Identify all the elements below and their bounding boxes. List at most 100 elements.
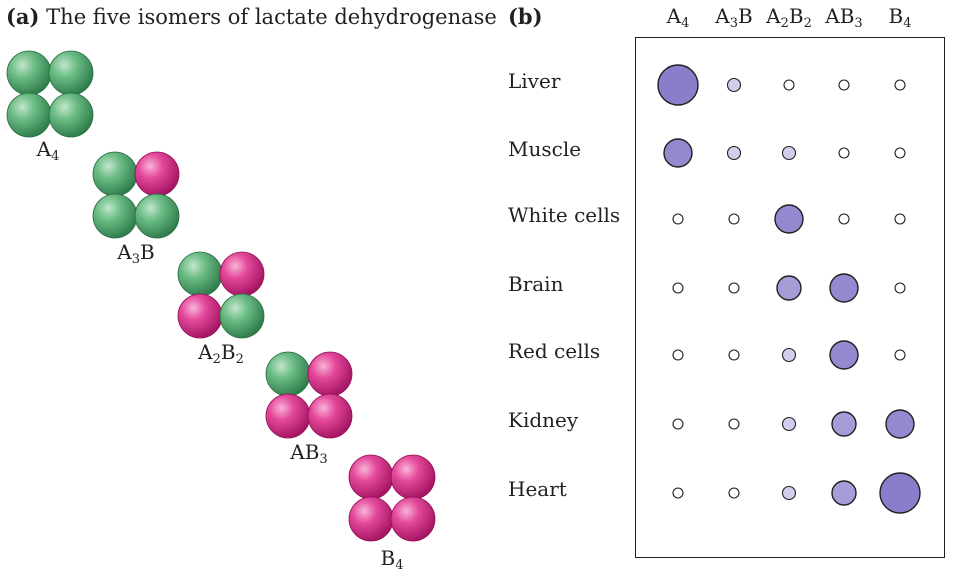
subunit-a-sphere — [6, 50, 52, 96]
abundance-dot — [728, 487, 740, 499]
isomer-4 — [265, 351, 353, 439]
abundance-dot — [894, 79, 906, 91]
label-text: B — [788, 4, 804, 28]
tissue-label: Red cells — [508, 339, 601, 363]
abundance-dot — [885, 409, 915, 439]
label-text: A — [766, 4, 781, 28]
subunit-a-sphere — [219, 293, 265, 339]
column-header: A4 — [638, 4, 718, 31]
subunit-b-sphere — [390, 496, 436, 542]
tissue-label: Heart — [508, 477, 567, 501]
abundance-dot — [774, 204, 804, 234]
abundance-dot — [783, 79, 795, 91]
subunit-b-sphere — [219, 251, 265, 297]
abundance-dot — [728, 213, 740, 225]
subunit-b-sphere — [390, 454, 436, 500]
abundance-dot — [894, 282, 906, 294]
subunit-a-sphere — [6, 92, 52, 138]
subunit-b-sphere — [307, 393, 353, 439]
label-subscript: 4 — [903, 16, 912, 31]
dot-grid — [657, 64, 921, 514]
abundance-dot — [838, 213, 850, 225]
isomer-3 — [177, 251, 265, 339]
subunit-b-sphere — [307, 351, 353, 397]
subunit-a-sphere — [265, 351, 311, 397]
column-header: B4 — [860, 4, 940, 31]
tissue-label: Liver — [508, 69, 561, 93]
panel-a-title-text: The five isomers of lactate dehydrogenas… — [46, 5, 497, 29]
abundance-dot — [726, 145, 742, 161]
isomer-1 — [6, 50, 94, 138]
subunit-b-sphere — [265, 393, 311, 439]
isomer-label: A2B2 — [181, 340, 261, 367]
abundance-dot — [776, 275, 802, 301]
subunit-a-sphere — [92, 193, 138, 239]
panel-a-tag: (a) — [6, 4, 40, 29]
abundance-dot — [838, 147, 850, 159]
abundance-dot — [831, 411, 857, 437]
abundance-dot — [829, 340, 859, 370]
label-text: B — [738, 4, 753, 28]
label-text: AB — [290, 440, 320, 464]
label-subscript: 3 — [131, 252, 141, 267]
abundance-dot — [781, 485, 797, 501]
abundance-dot — [781, 347, 797, 363]
tissue-label: Brain — [508, 272, 564, 296]
subunit-b-sphere — [134, 151, 180, 197]
label-subscript: 2 — [803, 16, 812, 31]
subunit-b-sphere — [348, 496, 394, 542]
abundance-dot — [672, 418, 684, 430]
abundance-dot — [672, 213, 684, 225]
isomer-5 — [348, 454, 436, 542]
subunit-a-sphere — [177, 251, 223, 297]
abundance-dot — [728, 349, 740, 361]
label-subscript: 3 — [319, 452, 328, 467]
label-text: A — [198, 340, 213, 364]
label-text: A — [715, 4, 730, 28]
abundance-dot — [894, 213, 906, 225]
isomer-label: A3B — [96, 240, 176, 267]
label-text: B — [888, 4, 904, 28]
abundance-dot — [672, 282, 684, 294]
abundance-dot — [726, 77, 742, 93]
subunit-b-sphere — [348, 454, 394, 500]
panel-a-title: (a) The five isomers of lactate dehydrog… — [6, 4, 497, 29]
subunit-a-sphere — [92, 151, 138, 197]
subunit-a-sphere — [48, 50, 94, 96]
subunit-b-sphere — [177, 293, 223, 339]
abundance-dot — [781, 145, 797, 161]
isomer-label: A4 — [8, 137, 88, 164]
abundance-dot — [657, 64, 699, 106]
abundance-dot — [838, 79, 850, 91]
label-text: A — [36, 137, 52, 161]
abundance-dot — [672, 487, 684, 499]
column-header: A3B — [694, 4, 774, 31]
isomer-layer — [6, 50, 436, 542]
panel-b-tag: (b) — [508, 4, 543, 29]
label-subscript: 3 — [854, 16, 863, 31]
abundance-dot — [728, 418, 740, 430]
label-text: B — [140, 240, 155, 264]
label-text: A — [117, 240, 132, 264]
label-subscript: 4 — [51, 149, 60, 164]
column-header: AB3 — [804, 4, 884, 31]
isomer-2 — [92, 151, 180, 239]
label-subscript: 4 — [395, 558, 404, 573]
label-subscript: 2 — [780, 16, 789, 31]
isomer-label: AB3 — [269, 440, 349, 467]
column-header: A2B2 — [749, 4, 829, 31]
abundance-dot — [831, 480, 857, 506]
isomer-label: B4 — [352, 546, 432, 573]
subunit-a-sphere — [134, 193, 180, 239]
abundance-dot — [672, 349, 684, 361]
abundance-dot — [663, 138, 693, 168]
tissue-label: Kidney — [508, 408, 579, 432]
label-text: B — [380, 546, 396, 570]
label-subscript: 2 — [212, 352, 221, 367]
chart-frame — [635, 37, 945, 558]
abundance-dot — [829, 273, 859, 303]
label-text: AB — [825, 4, 855, 28]
subunit-a-sphere — [48, 92, 94, 138]
label-text: A — [666, 4, 682, 28]
